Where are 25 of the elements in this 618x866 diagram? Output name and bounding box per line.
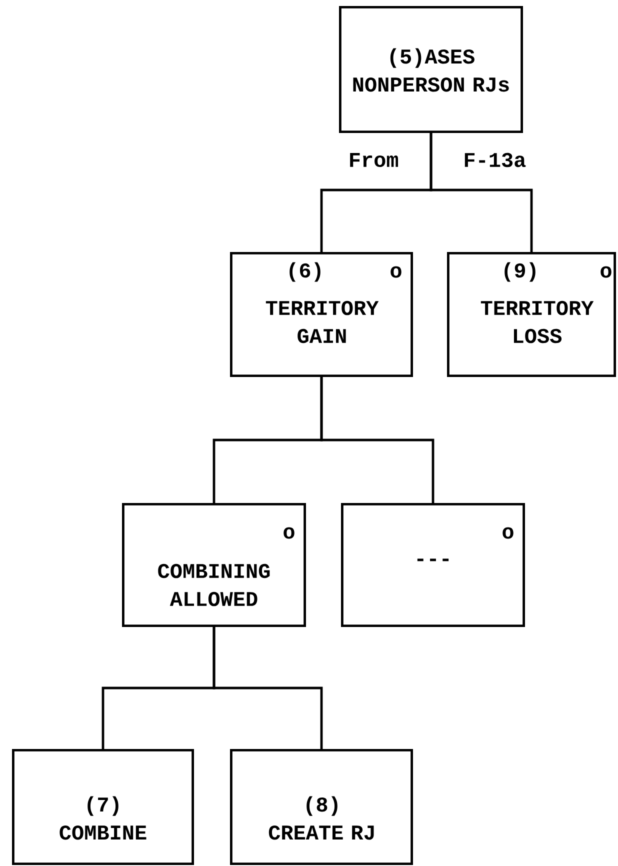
box-label: (8) CREATE RJ: [268, 796, 374, 840]
box-label: o: [284, 527, 294, 539]
connector-line: [320, 377, 434, 503]
note-label: From: [350, 152, 398, 168]
process-box: [230, 252, 413, 377]
box-label: TERRITORY LOSS: [480, 300, 594, 344]
process-box: [339, 6, 523, 133]
box-label: o: [502, 527, 514, 539]
connector-line: [430, 133, 533, 252]
box-label: (5)ASES NONPERSON RJs: [353, 48, 509, 92]
box-label: (6): [290, 262, 320, 282]
process-box: [122, 503, 306, 627]
box-label: COMBINING ALLOWED: [158, 564, 270, 606]
box-label: (9): [504, 262, 536, 282]
process-box: [447, 252, 616, 377]
connector-line: [212, 627, 323, 749]
note-label: F-13a: [464, 152, 526, 168]
process-box: [230, 749, 413, 865]
process-box: [12, 749, 194, 865]
box-label: (7) COMBINE: [60, 796, 146, 840]
box-label: TERRITORY GAIN: [266, 300, 379, 344]
box-label: o: [390, 266, 402, 278]
process-box: [341, 503, 525, 627]
box-label: ---: [417, 558, 449, 562]
box-label: o: [600, 266, 612, 278]
